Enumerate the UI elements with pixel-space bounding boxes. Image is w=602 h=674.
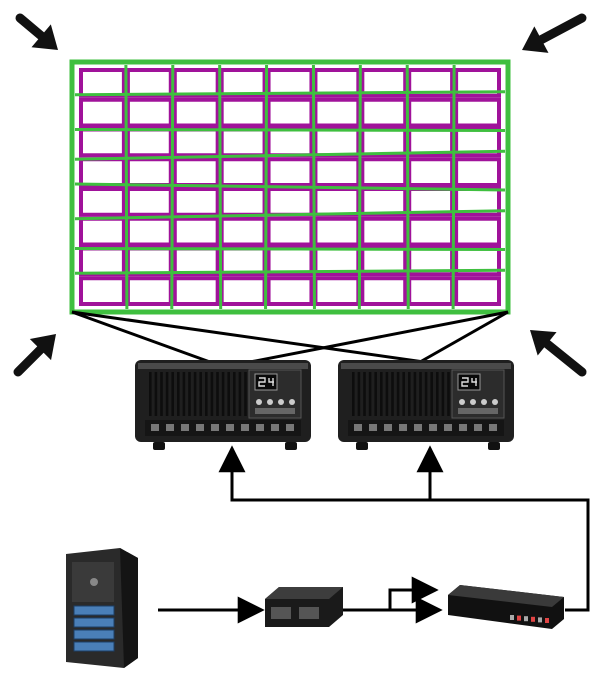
screen-cell — [219, 97, 267, 128]
alignment-line-horizontal — [74, 182, 506, 192]
screen-cell — [360, 276, 408, 306]
alignment-line-vertical — [451, 64, 456, 310]
arrow-bottom-right-icon — [530, 330, 587, 377]
alignment-line-vertical — [405, 64, 410, 310]
beam-left-b — [249, 310, 509, 364]
screen-cell — [172, 276, 220, 306]
signal-wiring — [158, 445, 590, 624]
corner-arrows — [13, 13, 587, 377]
screen-cell — [407, 97, 455, 128]
screen-cell — [360, 68, 408, 98]
screen-cell — [407, 68, 455, 98]
screen-cell — [266, 97, 314, 128]
processor-box-icon[interactable] — [448, 585, 564, 629]
projection-beams — [71, 310, 509, 364]
computer-tower-icon[interactable] — [66, 548, 138, 668]
screen-cell — [79, 276, 126, 306]
screen-cell — [360, 216, 408, 247]
projector-right[interactable] — [338, 360, 514, 450]
arrow-top-right-icon — [522, 13, 587, 53]
screen-cell — [266, 276, 314, 306]
beam-left-a — [71, 310, 211, 364]
alignment-line-horizontal — [74, 149, 506, 161]
screen-cell — [313, 68, 361, 98]
screen-cell — [79, 97, 126, 128]
splitter-icon[interactable] — [265, 587, 343, 627]
alignment-line-horizontal — [74, 209, 506, 221]
screen-cell — [454, 68, 502, 98]
alignment-line-horizontal — [74, 128, 506, 132]
wire-splitter-to-processor-b — [388, 576, 439, 610]
alignment-line-horizontal — [74, 268, 506, 275]
screen-cell — [360, 97, 408, 128]
screen-cell — [407, 157, 455, 187]
beam-right-b — [419, 310, 509, 364]
beam-right-a — [71, 310, 425, 364]
screen-cell — [266, 157, 314, 187]
screen-cell — [172, 216, 220, 247]
arrow-bottom-left-icon — [13, 334, 56, 377]
projection-screen — [69, 59, 511, 315]
alignment-line-horizontal — [74, 90, 506, 97]
screen-cell — [266, 216, 314, 247]
alignment-line-horizontal — [74, 247, 506, 251]
screen-cell — [266, 68, 314, 98]
arrow-top-left-icon — [15, 13, 58, 50]
screen-cell — [454, 216, 502, 247]
alignment-line-vertical — [170, 64, 175, 310]
screen-outline — [69, 59, 511, 315]
screen-cell — [454, 157, 502, 187]
screen-cell — [313, 97, 361, 128]
screen-cell — [454, 276, 502, 306]
screen-cell — [454, 97, 502, 128]
alignment-line-vertical — [124, 64, 129, 310]
projector-left[interactable] — [135, 360, 311, 450]
screen-cell — [79, 187, 126, 217]
screen-cell — [172, 187, 220, 217]
screen-cell — [219, 68, 267, 98]
screen-cell — [172, 68, 220, 98]
screen-cell — [313, 157, 361, 187]
screen-alignment-lines — [74, 64, 506, 310]
screen-cell — [125, 97, 173, 128]
wire-to-left-projector — [218, 445, 590, 612]
screen-cell — [360, 157, 408, 187]
screen-cell — [172, 97, 220, 128]
screen-cell — [125, 68, 173, 98]
